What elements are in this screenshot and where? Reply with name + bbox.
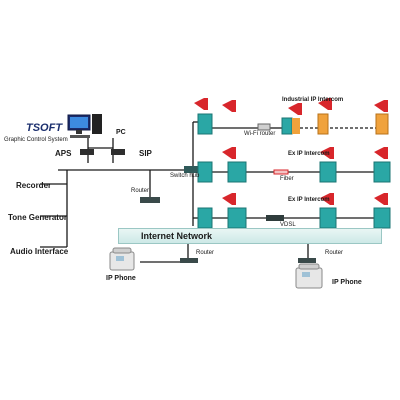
internet-network-label: Internet Network: [141, 231, 213, 241]
vdsl-device-icon: [266, 215, 284, 221]
vdsl-label: VDSL: [280, 222, 296, 228]
intercom-row3: [197, 207, 391, 229]
audio-interface-label: Audio Interface: [10, 247, 69, 256]
ip-phone-right-icon: [295, 263, 323, 289]
aps-label: APS: [55, 149, 72, 158]
industrial-intercom-label: Industrial IP Intercom: [282, 97, 344, 103]
router-bottom-left-icon: [180, 258, 198, 263]
wifi-router-icon: [257, 123, 271, 131]
ip-phone-left-icon: [109, 247, 135, 271]
gcs-label: Graphic Control System: [4, 137, 68, 143]
ip-phone-left-label: IP Phone: [106, 275, 136, 282]
fiber-label: Fiber: [280, 176, 294, 182]
speaker-icons: [194, 98, 388, 205]
router-left-icon: [140, 197, 160, 203]
router-left-label: Router: [131, 188, 150, 194]
fiber-link-icon: [273, 169, 289, 175]
switch-hub-icon: [184, 166, 206, 173]
intercom-row2: [197, 161, 391, 183]
intercom-row1: [197, 113, 389, 135]
router-bottom-right-icon: [298, 258, 316, 263]
ip-phone-right-label: IP Phone: [332, 279, 362, 286]
switch-hub-label: Switch hub: [170, 173, 200, 179]
tone-generator-label: Tone Generator: [8, 213, 67, 222]
pc-label: PC: [116, 129, 126, 136]
wifi-router-label: Wi-Fi router: [244, 131, 276, 137]
ex-intercom-label-2: Ex IP Intercom: [288, 197, 330, 203]
router-bottom-left-label: Router: [196, 250, 215, 256]
internet-network-band: Internet Network: [118, 228, 382, 244]
aps-device-icon: [80, 149, 94, 155]
router-bottom-right-label: Router: [325, 250, 344, 256]
pc-icon: [67, 114, 102, 138]
sip-label: SIP: [139, 149, 152, 158]
brand-label: TSOFT: [26, 122, 63, 134]
recorder-label: Recorder: [16, 181, 52, 190]
ex-intercom-label-1: Ex IP Intercom: [288, 151, 330, 157]
sip-device-icon: [111, 149, 125, 155]
